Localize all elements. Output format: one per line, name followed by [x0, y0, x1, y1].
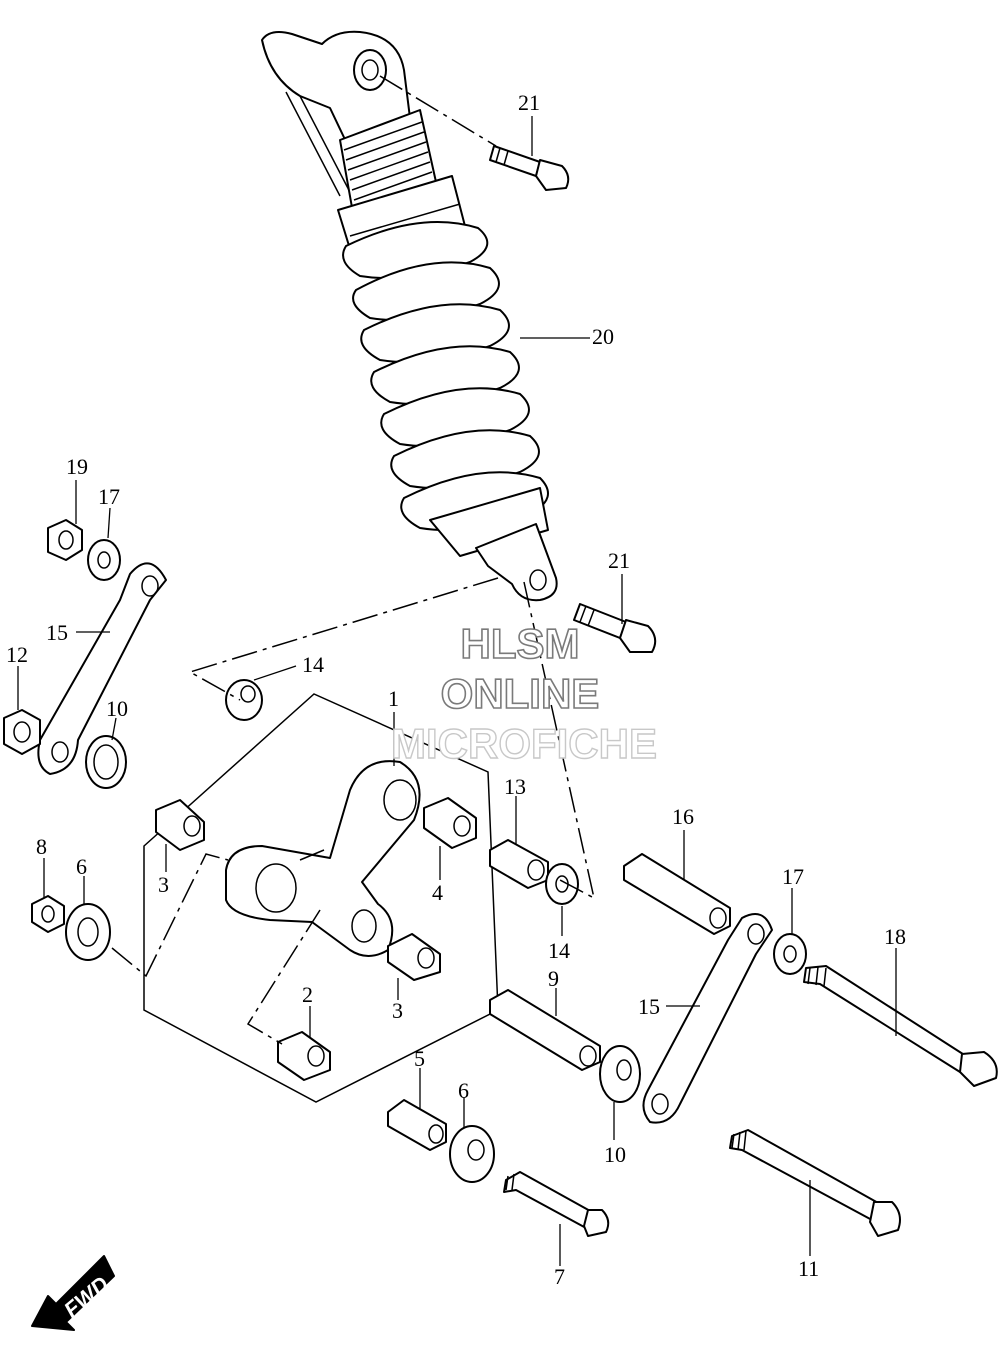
watermark-line-2: ONLINE: [441, 670, 600, 717]
callout-2: 2: [302, 982, 313, 1007]
bolt-7[interactable]: [503, 1171, 610, 1237]
leader-lines: [17, 116, 897, 1266]
callout-3-lower: 3: [392, 998, 403, 1023]
bolt-21-lower[interactable]: [573, 603, 657, 653]
callout-1: 1: [388, 686, 399, 711]
rear-shock-absorber[interactable]: [261, 30, 558, 602]
bushing-3-lower[interactable]: [387, 933, 441, 981]
link-rod-15-left[interactable]: [37, 562, 167, 775]
collar-9[interactable]: [489, 989, 601, 1071]
washer-10-right[interactable]: [599, 1045, 641, 1103]
bushing-2[interactable]: [277, 1031, 331, 1081]
callout-15-left: 15: [46, 620, 68, 645]
callout-11: 11: [798, 1256, 819, 1281]
bushing-4[interactable]: [423, 797, 477, 849]
callout-13: 13: [504, 774, 526, 799]
bolt-18[interactable]: [803, 965, 998, 1087]
callout-20: 20: [592, 324, 614, 349]
nut-19[interactable]: [47, 519, 83, 561]
washer-14-upper[interactable]: [225, 679, 263, 721]
callout-7: 7: [554, 1264, 565, 1289]
callout-16: 16: [672, 804, 694, 829]
assembly-line-upper-bolt: [379, 75, 497, 147]
collar-5[interactable]: [387, 1099, 447, 1151]
callout-6-left: 6: [76, 854, 87, 879]
washer-6-right[interactable]: [449, 1125, 495, 1183]
washer-17-right[interactable]: [773, 933, 807, 975]
bolt-21-upper[interactable]: [489, 145, 570, 191]
bearing-10-left[interactable]: [85, 735, 127, 789]
washer-17-left[interactable]: [87, 539, 121, 581]
callout-17-right: 17: [782, 864, 804, 889]
callout-15-right: 15: [638, 994, 660, 1019]
washer-6-left[interactable]: [65, 903, 111, 961]
fwd-arrow-icon: [31, 1255, 115, 1331]
cushion-lever-1[interactable]: [225, 760, 421, 957]
callout-9: 9: [548, 966, 559, 991]
callout-14-lower: 14: [548, 938, 570, 963]
callout-4: 4: [432, 880, 443, 905]
assembly-line-lever-bushing: [246, 909, 321, 1045]
callout-10-right: 10: [604, 1142, 626, 1167]
assembly-line-lower-eye: [188, 577, 499, 701]
bushing-3-upper[interactable]: [155, 799, 205, 851]
callout-17-left: 17: [98, 484, 120, 509]
callout-14-upper: 14: [302, 652, 324, 677]
fwd-badge: FWD: [31, 1255, 115, 1331]
callout-3-upper: 3: [158, 872, 169, 897]
callout-5: 5: [414, 1046, 425, 1071]
watermark-line-1: HLSM: [461, 620, 580, 667]
callout-19: 19: [66, 454, 88, 479]
callout-21-lower: 21: [608, 548, 630, 573]
callout-21-upper: 21: [518, 90, 540, 115]
nut-8[interactable]: [31, 895, 65, 933]
link-rod-15-right[interactable]: [642, 913, 773, 1124]
callout-6-right: 6: [458, 1078, 469, 1103]
collar-13[interactable]: [489, 839, 549, 889]
pin-16[interactable]: [623, 853, 731, 935]
nut-12[interactable]: [3, 709, 41, 755]
assembly-line-left-bearing: [111, 853, 229, 978]
callout-8: 8: [36, 834, 47, 859]
callout-12: 12: [6, 642, 28, 667]
assembly-line-shock-lever: [523, 581, 596, 900]
washer-14-lower[interactable]: [545, 863, 579, 905]
watermark-line-3: MICROFICHE: [391, 720, 657, 767]
callout-10-left: 10: [106, 696, 128, 721]
callout-18: 18: [884, 924, 906, 949]
bolt-11[interactable]: [729, 1129, 901, 1237]
